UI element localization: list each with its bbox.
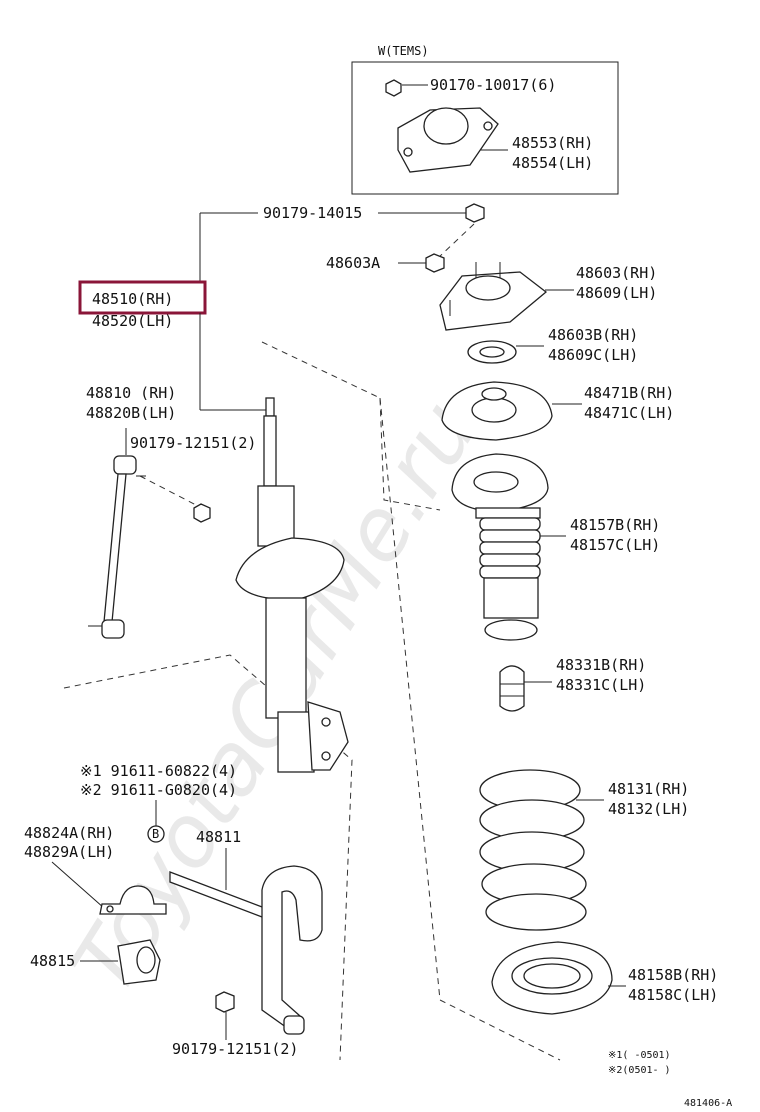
nut-90179-14015-icon[interactable] [465, 203, 485, 223]
label-48609c[interactable]: 48609C(LH) [548, 346, 638, 364]
stabilizer-link-48810-icon[interactable] [88, 455, 146, 639]
label-48520[interactable]: 48520(LH) [92, 312, 173, 330]
label-90179-12151-top[interactable]: 90179-12151(2) [130, 434, 256, 452]
bump-stopper-48331b-icon[interactable] [499, 665, 525, 712]
label-48553[interactable]: 48553(RH) [512, 134, 593, 152]
note-1: ※1( -0501) [608, 1050, 671, 1061]
label-48811[interactable]: 48811 [196, 828, 241, 846]
seat-48158b-icon[interactable] [491, 941, 613, 1015]
washer-48603b-icon[interactable] [467, 340, 517, 364]
diagram-code: 481406-A [684, 1098, 732, 1109]
label-48331b[interactable]: 48331B(RH) [556, 656, 646, 674]
mount-48603-icon[interactable] [439, 262, 548, 331]
shock-absorber-48510-icon[interactable] [235, 397, 349, 773]
label-48132[interactable]: 48132(LH) [608, 800, 689, 818]
label-bolt-91611-60822[interactable]: ※1 91611-60822(4) [80, 762, 237, 780]
support-48553-icon[interactable] [397, 107, 499, 173]
label-bolt-91611-g0820[interactable]: ※2 91611-G0820(4) [80, 781, 237, 799]
label-48554[interactable]: 48554(LH) [512, 154, 593, 172]
label-90170[interactable]: 90170-10017(6) [430, 76, 556, 94]
label-48815[interactable]: 48815 [30, 952, 75, 970]
bracket-48824a-icon[interactable] [99, 885, 167, 915]
nut-90179-12151-top-icon[interactable] [193, 503, 211, 523]
label-48131[interactable]: 48131(RH) [608, 780, 689, 798]
label-48609[interactable]: 48609(LH) [576, 284, 657, 302]
guide-strut-top [261, 341, 441, 511]
label-48158c[interactable]: 48158C(LH) [628, 986, 718, 1004]
boot-48157b-icon[interactable] [451, 453, 549, 641]
label-48157c[interactable]: 48157C(LH) [570, 536, 660, 554]
label-48810[interactable]: 48810 (RH) [86, 384, 176, 402]
label-48157b[interactable]: 48157B(RH) [570, 516, 660, 534]
label-48820b[interactable]: 48820B(LH) [86, 404, 176, 422]
label-48829a[interactable]: 48829A(LH) [24, 843, 114, 861]
nut-90179-12151-bottom-icon[interactable] [215, 991, 235, 1013]
note-2: ※2(0501- ) [608, 1065, 671, 1076]
label-48510[interactable]: 48510(RH) [92, 290, 173, 308]
guide-right-stack [379, 397, 561, 1061]
label-48603b[interactable]: 48603B(RH) [548, 326, 638, 344]
nut-90170-icon[interactable] [385, 79, 402, 97]
callout-b-letter: B [152, 827, 159, 841]
stabilizer-bar-48811-icon[interactable] [169, 865, 323, 1035]
highlight-box-48510 [78, 280, 207, 315]
label-90179-14015[interactable]: 90179-14015 [263, 204, 362, 222]
label-48471c[interactable]: 48471C(LH) [584, 404, 674, 422]
seat-48471b-icon[interactable] [441, 381, 553, 441]
label-48603[interactable]: 48603(RH) [576, 264, 657, 282]
group-box-wtems [351, 61, 619, 195]
label-48471b[interactable]: 48471B(RH) [584, 384, 674, 402]
label-48331c[interactable]: 48331C(LH) [556, 676, 646, 694]
nut-48603a-icon[interactable] [425, 253, 445, 273]
callout-b-circle [147, 825, 165, 843]
label-48824a[interactable]: 48824A(RH) [24, 824, 114, 842]
coil-spring-48131-icon[interactable] [479, 769, 587, 931]
label-48158b[interactable]: 48158B(RH) [628, 966, 718, 984]
label-48603a[interactable]: 48603A [326, 254, 380, 272]
group-label-wtems: W(TEMS) [378, 44, 429, 58]
label-90179-12151-bottom[interactable]: 90179-12151(2) [172, 1040, 298, 1058]
bushing-48815-icon[interactable] [117, 939, 161, 985]
